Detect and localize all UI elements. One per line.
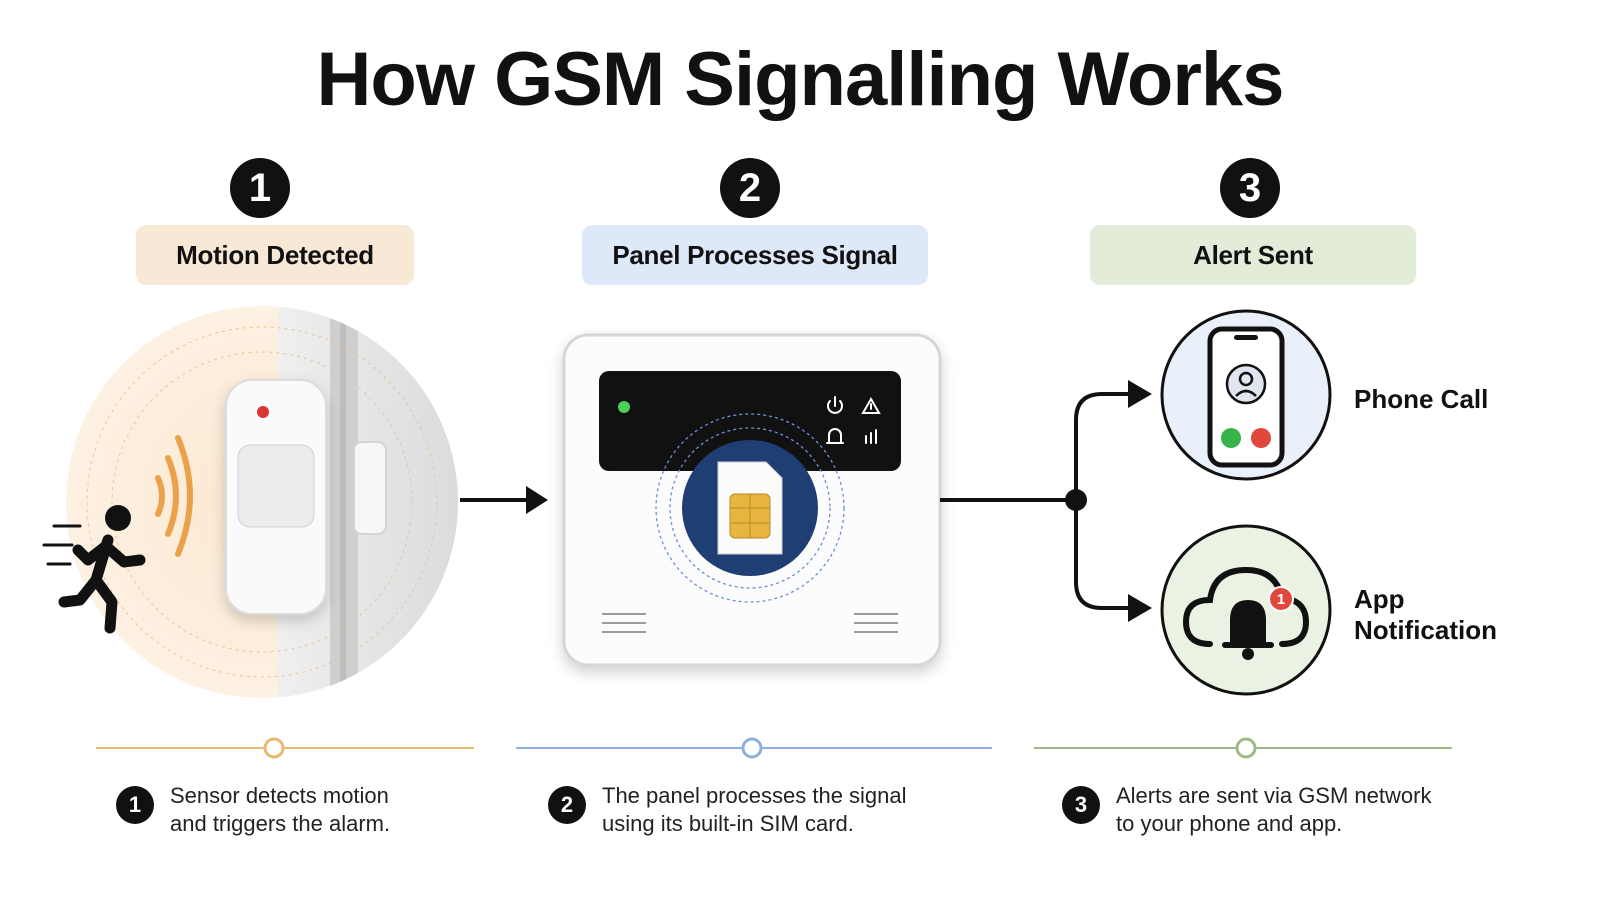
step-2-description-line1: The panel processes the signal — [602, 783, 907, 808]
step-2-description-number: 2 — [548, 786, 586, 824]
step-3-label: Alert Sent — [1090, 225, 1416, 285]
step-dividers — [96, 737, 1452, 759]
step-3-description-line2: to your phone and app. — [1116, 810, 1343, 836]
title-part-regular: How — [316, 37, 495, 122]
decline-call-icon — [1251, 428, 1271, 448]
step-2-description: 2 The panel processes the signal using i… — [548, 782, 962, 837]
signal-icon — [865, 429, 877, 444]
warning-icon — [861, 396, 881, 414]
step-1-description-line1: Sensor detects motion — [170, 783, 389, 808]
app-notification-label-line2: Notification — [1354, 615, 1497, 646]
step-3-description: 3 Alerts are sent via GSM network to you… — [1062, 782, 1476, 837]
step-1-label: Motion Detected — [136, 225, 414, 285]
step-1-number: 1 — [230, 158, 290, 218]
step-1-description-text: Sensor detects motion and triggers the a… — [170, 782, 530, 837]
step-2-description-text: The panel processes the signal using its… — [602, 782, 962, 837]
app-notification-output — [1160, 524, 1332, 696]
step-3-description-line1: Alerts are sent via GSM network — [1116, 783, 1432, 808]
motion-sensor-icon — [225, 379, 327, 615]
signal-waves-icon — [155, 435, 193, 557]
step-2-label: Panel Processes Signal — [582, 225, 928, 285]
branch-arrows — [940, 392, 1130, 610]
power-icon — [827, 396, 843, 414]
step-1-description-number: 1 — [116, 786, 154, 824]
home-alarm-icon — [826, 428, 844, 444]
motion-scene — [42, 306, 458, 698]
app-notification-label-line1: App — [1354, 584, 1405, 614]
step-3-number: 3 — [1220, 158, 1280, 218]
step-1-description: 1 Sensor detects motion and triggers the… — [116, 782, 530, 837]
phone-call-output — [1160, 309, 1332, 481]
title-part-regular-end: Works — [1037, 37, 1285, 122]
user-avatar-icon — [1225, 363, 1267, 405]
cloud-icon — [1182, 566, 1310, 647]
step-2-number: 2 — [720, 158, 780, 218]
app-notification-label: App Notification — [1354, 584, 1497, 646]
step-1-description-line2: and triggers the alarm. — [170, 810, 391, 836]
step-2-description-line2: using its built-in SIM card. — [602, 810, 854, 836]
alarm-panel — [562, 333, 942, 667]
page-title: How GSM Signalling Works — [0, 38, 1600, 122]
running-person-icon — [58, 505, 146, 634]
step-3-description-number: 3 — [1062, 786, 1100, 824]
accept-call-icon — [1221, 428, 1241, 448]
title-part-bold: GSM Signalling — [494, 37, 1038, 122]
speed-lines — [42, 524, 82, 566]
notification-badge: 1 — [1268, 586, 1294, 612]
door-contact — [353, 441, 387, 535]
sim-card-icon — [717, 461, 783, 555]
arrow-step1-to-step2 — [460, 486, 548, 514]
phone-call-label: Phone Call — [1354, 384, 1489, 414]
step-3-description-text: Alerts are sent via GSM network to your … — [1116, 782, 1476, 837]
bell-icon — [1222, 600, 1274, 660]
